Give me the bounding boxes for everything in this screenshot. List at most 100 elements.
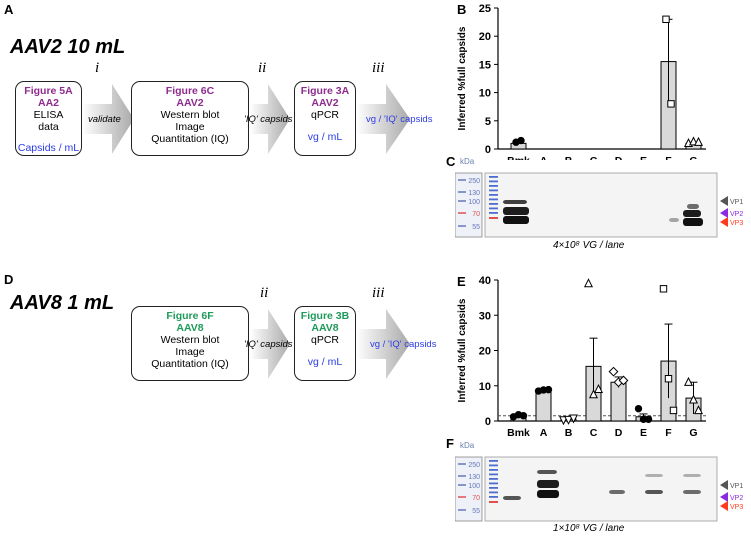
band [537, 490, 559, 498]
band [683, 210, 701, 217]
panel-letter-e: E [457, 274, 466, 289]
data-point [688, 394, 699, 404]
marker-lane-band [489, 469, 498, 471]
kda-label-f: kDa [460, 441, 475, 450]
label-vg-per-iq-bottom: vg / 'IQ' capsids [370, 339, 437, 350]
kda-label-c: kDa [460, 157, 475, 166]
marker-lane-band [489, 478, 498, 480]
marker-lane-band [489, 473, 498, 476]
marker-lane-band [489, 491, 498, 494]
data-point [583, 278, 594, 288]
arrow-iii [356, 84, 410, 154]
x-tick-label: B [565, 427, 573, 439]
x-tick-label: D [615, 427, 623, 439]
data-point [644, 415, 653, 423]
figure-label: Figure 6F [166, 310, 214, 322]
serotype-label: AAV8 [176, 322, 204, 334]
x-tick-label: E [640, 155, 647, 160]
marker-lane-band [489, 482, 498, 485]
data-point [688, 136, 699, 146]
band [687, 204, 699, 209]
marker-lane-band [489, 460, 498, 462]
data-point [608, 366, 619, 377]
method-label: Western blot [160, 109, 220, 121]
method-label: Western blot [160, 334, 220, 346]
arrow-ii-bottom [250, 309, 290, 379]
band [503, 200, 527, 204]
data-point [517, 136, 525, 145]
band [503, 207, 529, 215]
unit-label: vg / mL [307, 131, 343, 143]
panel-letter-b: B [457, 2, 467, 17]
label-vg-per-iq: vg / 'IQ' capsids [366, 114, 433, 125]
band [609, 490, 625, 494]
data-point [664, 375, 673, 383]
y-axis-label: Inferred %full capsids [457, 298, 468, 402]
bar-a [535, 389, 552, 422]
caption-c: 4×10⁸ VG / lane [553, 240, 625, 251]
vp-label-vp2: VP2 [730, 495, 743, 502]
marker-lane-band [489, 501, 498, 503]
caption-f: 1×10⁸ VG / lane [553, 523, 625, 534]
marker-lane-band [489, 217, 498, 219]
box-figure-3b: Figure 3B AAV8 qPCR vg / mL [294, 306, 356, 381]
x-tick-label: A [540, 155, 548, 160]
vp-label-vp2: VP2 [730, 211, 743, 218]
box-figure-3a: Figure 3A AAV2 qPCR vg / mL [294, 81, 356, 156]
band [537, 470, 557, 474]
panel-letter-f: F [446, 436, 454, 451]
box-figure-6c: Figure 6C AAV2 Western blot Image Quanti… [131, 81, 249, 156]
arrow-i [82, 84, 134, 154]
y-tick-label: 20 [479, 31, 491, 43]
marker-lane-band [489, 194, 498, 196]
ladder-mark-70: 70 [472, 495, 480, 502]
marker-lane-band [489, 185, 498, 187]
step-ii: ii [258, 60, 267, 76]
marker-lane-band [489, 189, 498, 192]
vp-arrow-vp3 [720, 501, 728, 511]
method-label-3: Quantitation (IQ) [151, 358, 229, 370]
method-label-2: data [38, 121, 59, 133]
marker-lane-band [489, 207, 498, 210]
data-point [544, 385, 553, 394]
figure-label: Figure 3A [300, 85, 350, 97]
serotype-label: AAV2 [311, 97, 339, 109]
marker-lane-band [489, 198, 498, 201]
vp-arrow-vp3 [720, 217, 728, 227]
data-point [634, 404, 643, 413]
ladder-mark-250: 250 [468, 178, 480, 185]
method-label-2: Image [175, 346, 205, 358]
vp-label-vp3: VP3 [730, 504, 743, 511]
y-tick-label: 30 [479, 310, 491, 322]
data-point [669, 406, 678, 415]
step-iii-bottom: iii [372, 285, 385, 301]
band [683, 474, 701, 477]
ladder-mark-70: 70 [472, 211, 480, 218]
data-point [568, 414, 579, 424]
arrow-ii [250, 84, 290, 154]
box-figure-6f: Figure 6F AAV8 Western blot Image Quanti… [131, 306, 249, 381]
band [645, 474, 663, 477]
data-point [667, 100, 675, 108]
serotype-label: AAV2 [176, 97, 204, 109]
x-tick-label: A [540, 427, 548, 439]
x-tick-label: F [665, 427, 672, 439]
data-point [693, 405, 704, 415]
bar-d [610, 381, 627, 422]
x-tick-label: G [689, 155, 697, 160]
ladder-mark-130: 130 [468, 190, 480, 197]
blot-membrane [484, 172, 718, 238]
y-tick-label: 10 [479, 381, 491, 393]
method-label-3: Quantitation (IQ) [151, 133, 229, 145]
x-tick-label: E [640, 427, 647, 439]
y-tick-label: 0 [485, 416, 491, 428]
x-tick-label: G [689, 427, 697, 439]
marker-lane-band [489, 180, 498, 183]
x-tick-label: Bmk [507, 427, 530, 439]
ladder-mark-250: 250 [468, 462, 480, 469]
panel-letter-a: A [4, 2, 14, 17]
y-tick-label: 15 [479, 59, 491, 71]
step-i: i [95, 60, 100, 76]
